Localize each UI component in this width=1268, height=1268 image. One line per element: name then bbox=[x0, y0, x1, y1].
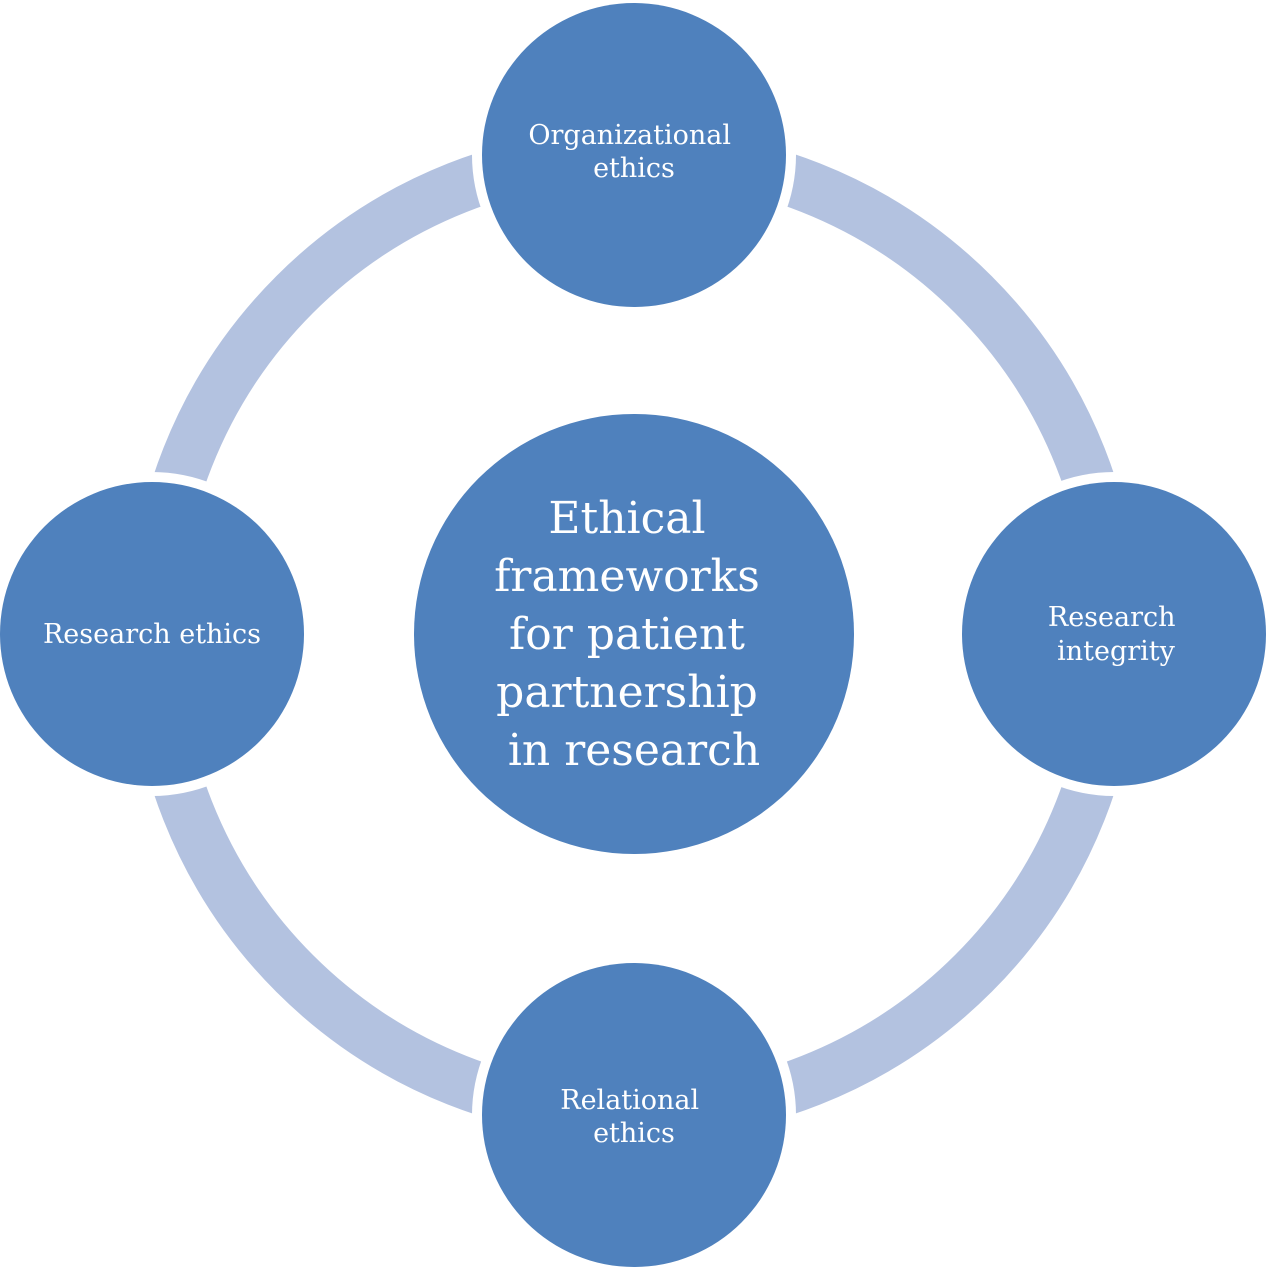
node-right-line-2: integrity bbox=[1057, 636, 1176, 667]
node-top-line-2: ethics bbox=[593, 153, 675, 184]
node-research-ethics: Research ethics bbox=[0, 482, 304, 786]
node-left-line-1: Research ethics bbox=[43, 619, 261, 650]
node-right-circle bbox=[962, 482, 1266, 786]
node-left-circle bbox=[0, 482, 304, 786]
node-left-label: Research ethics bbox=[43, 619, 261, 650]
node-top-label: Organizational ethics bbox=[528, 120, 739, 184]
center-line-2: frameworks bbox=[494, 551, 760, 602]
node-research-integrity: Research integrity bbox=[962, 482, 1266, 786]
node-relational-ethics: Relational ethics bbox=[482, 963, 786, 1267]
node-bottom-circle bbox=[482, 963, 786, 1267]
node-right-line-1: Research bbox=[1048, 602, 1176, 633]
center-line-4: partnership bbox=[496, 667, 758, 718]
center-node-label: Ethical frameworks for patient partnersh… bbox=[494, 493, 774, 776]
center-line-1: Ethical bbox=[548, 493, 705, 544]
node-bottom-line-1: Relational bbox=[560, 1085, 699, 1116]
node-bottom-label: Relational ethics bbox=[560, 1085, 708, 1149]
node-top-line-1: Organizational bbox=[528, 120, 731, 151]
node-right-label: Research integrity bbox=[1048, 602, 1184, 667]
center-line-3: for patient bbox=[509, 609, 745, 660]
center-node: Ethical frameworks for patient partnersh… bbox=[414, 414, 854, 854]
center-node-circle bbox=[414, 414, 854, 854]
center-line-5: in research bbox=[508, 725, 760, 776]
node-top-circle bbox=[482, 3, 786, 307]
node-bottom-line-2: ethics bbox=[593, 1118, 675, 1149]
node-organizational-ethics: Organizational ethics bbox=[482, 3, 786, 307]
